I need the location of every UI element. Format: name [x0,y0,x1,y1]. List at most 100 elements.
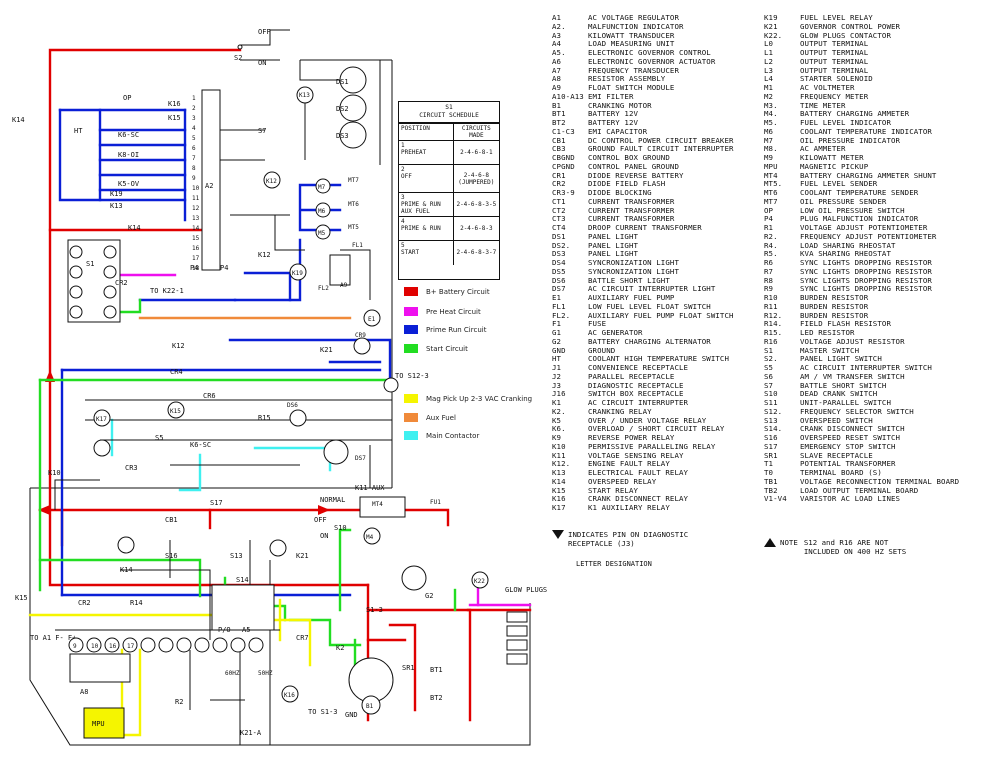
a2-pin: 6 [192,145,196,152]
legend-code: S13 [764,415,778,425]
k15-contact-label: K15 [15,594,28,602]
schedule-position-name: PREHEAT [401,149,427,156]
legend-desc: UNIT-PARALLEL SWITCH [800,398,891,407]
legend-code: K13 [552,468,566,477]
legend-desc: OIL PRESSURE INDICATOR [800,135,901,145]
legend-desc: DIODE REVERSE BATTERY [588,170,684,180]
legend-code: MT7 [764,196,778,206]
cr3-label: CR3 [125,464,138,472]
k16-coil-label: K16 [284,692,295,699]
legend-code: J3 [552,380,562,390]
legend-code: DS2. [552,240,571,250]
k14-mid-label: K14 [128,224,141,232]
k8oi-label: K8-OI [118,151,139,159]
color-key-row: B+ Battery Circuit [404,287,490,296]
legend-desc: OVER / UNDER VOLTAGE RELAY [588,415,707,425]
color-key-label: Aux Fuel [426,413,456,422]
terminal-board-pin [194,637,210,653]
legend-desc: BURDEN RESISTOR [800,301,869,311]
note-label: NOTE [780,538,798,547]
legend-desc: PANEL LIGHT [588,249,639,259]
legend-code: DS4 [552,258,566,267]
legend-code: CT2 [552,205,566,215]
legend-desc: DC CONTROL POWER CIRCUIT BREAKER [588,135,734,145]
legend-desc: SYNC LIGHTS DROPPING RESISTOR [800,284,932,294]
legend-desc: LOAD OUTPUT TERMINAL BOARD [800,485,919,495]
mt6-label: MT6 [348,201,359,208]
m7-label: M7 [318,184,326,191]
legend-desc: BATTLE SHORT LIGHT [588,275,670,285]
legend-row: A5.ELECTRONIC GOVERNOR CONTROL [552,48,762,58]
legend-code: L1 [764,48,774,57]
legend-code: L4 [764,74,774,84]
legend-code: G2 [552,336,562,346]
legend-code: SR1 [764,450,778,460]
s2-off-label: OFF [258,28,271,36]
legend-desc: CONTROL BOX GROUND [588,153,670,162]
schedule-position-number: 1 [401,142,405,149]
legend-code: M8. [764,144,778,154]
mt5-label: MT5 [348,224,359,231]
legend-desc: VOLTAGE ADJUST POTENTIOMETER [800,223,928,232]
op-label: OP [123,94,131,102]
terminal-board-pin [176,637,192,653]
ds6-label: DS6 [287,402,298,409]
legend-row: CB3 GROUND FAULT CIRCUIT INTERRUPTER [552,144,762,154]
schedule-position-number: 5 [401,242,405,249]
legend-code: HT [552,354,562,364]
legend-code: R4. [764,240,778,250]
legend-row: M3.TIME METER [764,101,1002,111]
legend-desc: CURRENT TRANSFORMER [588,205,675,215]
legend-code: K19 [764,13,778,22]
legend-code: G1 [552,328,562,337]
legend-code: C1-C3 [552,126,575,136]
legend-code: CT3 [552,214,566,224]
legend-code: A2. [552,21,566,31]
legend-desc: AC AMMETER [800,144,846,154]
e1-label: E1 [368,316,376,323]
fu1-label: FU1 [430,499,441,506]
k6sc-top-label: K6-SC [118,131,139,139]
legend-row: R5.KVA SHARING RHEOSTAT [764,249,1002,259]
k15-coil-label: K15 [170,408,181,415]
legend-desc: GROUND [588,345,616,355]
s10-on-label: ON [320,532,328,540]
k17-relay-coil [93,409,111,427]
legend-row: M8. AC AMMETER [764,144,1002,154]
legend-desc: OVERSPEED SWITCH [800,415,873,425]
legend-code: K17 [552,503,566,512]
legend-code: M4. [764,109,778,119]
cb1-label: CB1 [165,516,178,524]
legend-code: V1-V4 [764,494,787,504]
legend-code: R6 [764,258,774,267]
legend-desc: DIODE FIELD FLASH [588,179,666,189]
p4-label-left: P4 [190,264,198,272]
diag-note-line2: RECEPTACLE (J3) [568,539,635,548]
legend-desc: FUEL LEVEL SENDER [800,179,878,189]
schedule-position-number: 2 [401,166,405,173]
legend-desc: GROUND FAULT CIRCUIT INTERRUPTER [588,144,734,154]
legend-code: S12. [764,406,783,416]
k21-relay-coil [269,539,287,557]
legend-row: K6.OVERLOAD / SHORT CIRCUIT RELAY [552,424,762,434]
legend-code: CB3 [552,144,566,154]
legend-desc: BATTERY CHARGING ALTERNATOR [588,336,711,346]
legend-code: S2. [764,354,778,364]
schedule-circuits-made: 2-4-6-8-1 [460,149,493,156]
cr7-label: CR7 [296,634,309,642]
legend-desc: BATTERY CHARGING AMMETER SHUNT [800,170,937,180]
s1-contact [103,305,117,319]
legend-desc: COOLANT TEMPERATURE SENDER [800,188,919,197]
schedule-position-name: PRIME & RUN AUX FUEL [401,201,441,215]
